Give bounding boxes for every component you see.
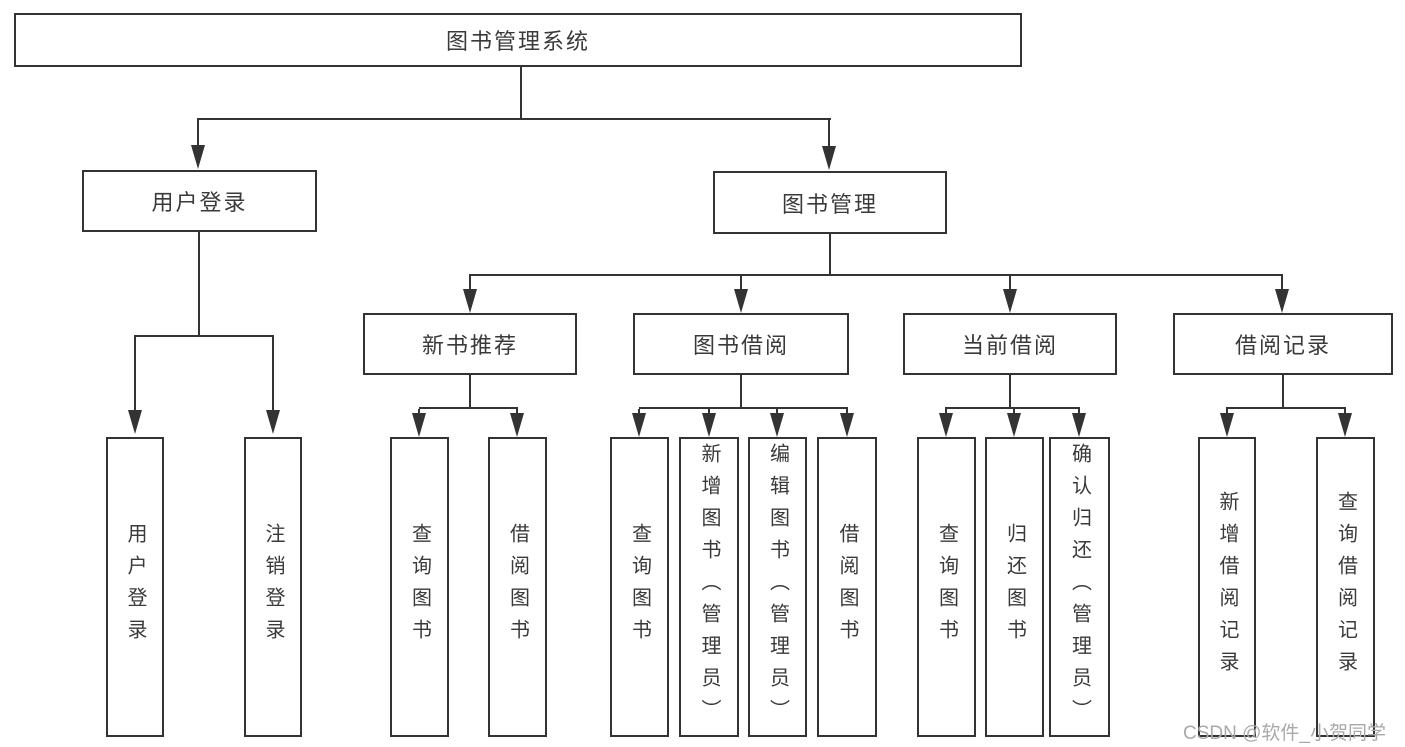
arrowhead-icon [939, 413, 953, 437]
connector-line [134, 337, 136, 410]
arrowhead-icon [510, 413, 524, 437]
connector-line [418, 409, 420, 414]
node-leaf-logout: 注销登录 [244, 437, 302, 737]
connector-line [198, 232, 200, 335]
connector-line [469, 274, 1283, 276]
arrowhead-icon [1072, 413, 1086, 437]
node-leaf-return-book: 归还图书 [985, 437, 1044, 737]
connector-line [945, 409, 947, 414]
connector-line [1281, 276, 1283, 289]
arrowhead-icon [1220, 413, 1234, 437]
node-leaf-add-borrow-record: 新增借阅记录 [1198, 437, 1256, 737]
node-leaf-confirm-return-admin: 确认归还（管理员） [1049, 437, 1110, 737]
node-user-login: 用户登录 [82, 170, 317, 232]
arrowhead-icon [463, 289, 477, 313]
arrowhead-icon [840, 413, 854, 437]
node-leaf-query-book-1: 查询图书 [390, 437, 449, 737]
connector-line [1226, 409, 1228, 414]
arrowhead-icon [266, 410, 280, 434]
connector-line [520, 67, 522, 118]
node-book-borrowing: 图书借阅 [633, 313, 849, 375]
connector-line [1078, 409, 1080, 414]
connector-line [829, 234, 831, 274]
connector-line [740, 375, 742, 407]
csdn-watermark: CSDN @软件_小贺同学 [1183, 723, 1386, 744]
connector-line [272, 337, 274, 410]
connector-line [1013, 409, 1015, 414]
connector-line [846, 409, 848, 414]
node-leaf-borrow-book-1: 借阅图书 [488, 437, 547, 737]
connector-line [1226, 407, 1346, 409]
arrowhead-icon [770, 413, 784, 437]
arrowhead-icon [734, 289, 748, 313]
node-leaf-query-borrow-record: 查询借阅记录 [1316, 437, 1375, 737]
node-leaf-edit-book-admin: 编辑图书（管理员） [748, 437, 807, 737]
arrowhead-icon [632, 413, 646, 437]
arrowhead-icon [702, 413, 716, 437]
connector-line [639, 407, 848, 409]
connector-line [776, 409, 778, 414]
node-leaf-query-book-2: 查询图书 [610, 437, 669, 737]
connector-line [1009, 276, 1011, 289]
connector-line [638, 409, 640, 414]
arrowhead-icon [412, 413, 426, 437]
node-current-borrowing: 当前借阅 [903, 313, 1117, 375]
connector-line [1009, 375, 1011, 407]
connector-line [708, 409, 710, 414]
node-new-book-recommend: 新书推荐 [363, 313, 577, 375]
arrowhead-icon [1275, 289, 1289, 313]
arrowhead-icon [1007, 413, 1021, 437]
connector-line [469, 375, 471, 407]
arrowhead-icon [1003, 289, 1017, 313]
connector-line [197, 118, 831, 120]
node-book-management: 图书管理 [713, 171, 947, 234]
node-leaf-add-book-admin: 新增图书（管理员） [679, 437, 739, 737]
connector-line [197, 120, 199, 146]
connector-line [740, 276, 742, 289]
connector-line [828, 120, 830, 146]
node-leaf-query-book-3: 查询图书 [917, 437, 976, 737]
connector-line [469, 276, 471, 289]
node-leaf-user-login: 用户登录 [106, 437, 164, 737]
node-root: 图书管理系统 [14, 13, 1022, 67]
node-leaf-borrow-book-2: 借阅图书 [817, 437, 877, 737]
connector-line [134, 335, 274, 337]
connector-line [419, 407, 518, 409]
arrowhead-icon [128, 410, 142, 434]
connector-line [1344, 409, 1346, 414]
connector-line [1282, 375, 1284, 407]
arrowhead-icon [191, 145, 205, 169]
node-borrow-records: 借阅记录 [1173, 313, 1393, 375]
arrowhead-icon [822, 146, 836, 170]
arrowhead-icon [1338, 413, 1352, 437]
connector-line [945, 407, 1080, 409]
connector-line [516, 409, 518, 414]
